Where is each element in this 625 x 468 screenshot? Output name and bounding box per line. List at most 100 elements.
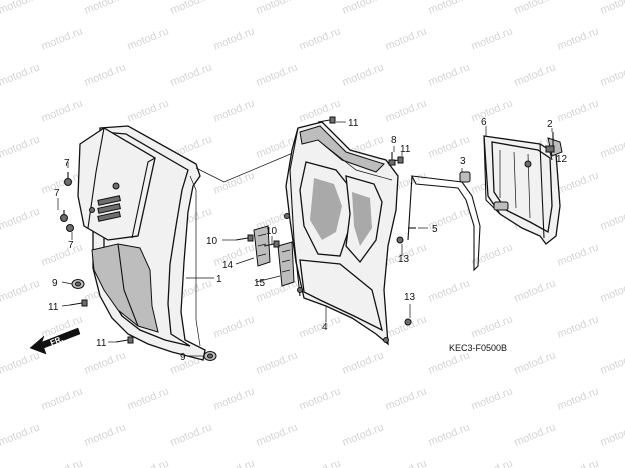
watermark-text: motod.ru	[470, 457, 515, 468]
watermark-text: motod.ru	[470, 313, 515, 340]
watermark-text: motod.ru	[513, 421, 558, 448]
callout-labels: 1 2 3 4 5 6 7 7 7 8 9 9 10 10 11 11 11 1…	[48, 117, 568, 363]
watermark-text: motod.ru	[0, 0, 41, 17]
front-direction-arrow: FR.	[29, 327, 81, 355]
watermark-text: motod.ru	[169, 0, 214, 17]
watermark-text: motod.ru	[255, 349, 300, 376]
watermark-text: motod.ru	[169, 61, 214, 88]
watermark-text: motod.ru	[126, 25, 171, 52]
callout-7c: 7	[68, 240, 74, 251]
callout-10b: 10	[266, 226, 278, 237]
inner-panel-part	[284, 121, 399, 346]
watermark-text: motod.ru	[599, 205, 625, 232]
watermark-text: motod.ru	[427, 61, 472, 88]
watermark-text: motod.ru	[470, 97, 515, 124]
watermark-text: motod.ru	[40, 457, 85, 468]
watermark-text: motod.ru	[513, 349, 558, 376]
guide-line	[195, 149, 301, 183]
callout-11b: 11	[400, 144, 411, 155]
watermark-text: motod.ru	[298, 385, 343, 412]
watermark-text: motod.ru	[40, 241, 85, 268]
watermark-text: motod.ru	[0, 133, 41, 160]
watermark-text: motod.ru	[599, 61, 625, 88]
callout-3: 3	[460, 156, 466, 167]
watermark-text: motod.ru	[169, 421, 214, 448]
watermark-text: motod.ru	[599, 133, 625, 160]
callout-7b: 7	[54, 188, 60, 199]
watermark-text: motod.ru	[298, 313, 343, 340]
watermark-text: motod.ru	[83, 349, 128, 376]
watermark-text: motod.ru	[212, 385, 257, 412]
watermark-text: motod.ru	[341, 61, 386, 88]
watermark-text: motod.ru	[470, 25, 515, 52]
fasteners	[60, 116, 416, 361]
watermark-text: motod.ru	[470, 241, 515, 268]
watermark-text: motod.ru	[556, 169, 601, 196]
watermark-text: motod.ru	[556, 97, 601, 124]
watermark-text: motod.ru	[212, 313, 257, 340]
watermark-text: motod.ru	[126, 97, 171, 124]
screw-part-2	[545, 132, 555, 161]
watermark-text: motod.ru	[298, 25, 343, 52]
callout-9b: 9	[180, 352, 186, 363]
callout-7a: 7	[64, 158, 70, 169]
callout-10a: 10	[206, 236, 218, 247]
watermark-text: motod.ru	[255, 0, 300, 17]
watermark-text: motod.ru	[599, 277, 625, 304]
watermark-text: motod.ru	[427, 349, 472, 376]
watermark-text: motod.ru	[298, 97, 343, 124]
callout-11a: 11	[348, 118, 359, 129]
leader-lines	[57, 121, 553, 357]
callout-14: 14	[222, 260, 234, 271]
watermark-text: motod.ru	[255, 421, 300, 448]
watermark-text: motod.ru	[341, 349, 386, 376]
watermark-text: motod.ru	[556, 457, 601, 468]
watermark-text: motod.ru	[599, 421, 625, 448]
diagram-code: KEC3-F0500B	[449, 343, 507, 353]
watermark-text: motod.ru	[513, 277, 558, 304]
watermark-text: motod.ru	[427, 277, 472, 304]
bracket-parts	[253, 225, 295, 287]
callout-6: 6	[481, 117, 487, 128]
callout-11d: 11	[96, 338, 107, 349]
watermark-text: motod.ru	[599, 349, 625, 376]
callout-4: 4	[322, 322, 328, 333]
fr-label: FR.	[49, 334, 64, 347]
watermark-text: motod.ru	[212, 169, 257, 196]
watermark-text: motod.ru	[212, 25, 257, 52]
watermark-text: motod.ru	[0, 61, 41, 88]
callout-12: 12	[556, 154, 568, 165]
watermark-text: motod.ru	[384, 385, 429, 412]
callout-2: 2	[547, 119, 553, 130]
watermark-text: motod.ru	[83, 0, 128, 17]
watermark-text: motod.ru	[83, 421, 128, 448]
watermark-text: motod.ru	[0, 277, 41, 304]
watermark-text: motod.ru	[384, 313, 429, 340]
callout-9a: 9	[52, 278, 58, 289]
watermark-text: motod.ru	[0, 421, 41, 448]
watermark-text: motod.ru	[83, 61, 128, 88]
callout-15: 15	[254, 278, 266, 289]
watermark-text: motod.ru	[341, 0, 386, 17]
callout-11c: 11	[48, 302, 59, 313]
watermark-text: motod.ru	[341, 421, 386, 448]
callout-13b: 13	[404, 292, 416, 303]
rod-part	[407, 171, 509, 272]
watermark-text: motod.ru	[556, 385, 601, 412]
watermark-text: motod.ru	[599, 0, 625, 17]
watermark-text: motod.ru	[126, 457, 171, 468]
watermark-text: motod.ru	[556, 25, 601, 52]
watermark-text: motod.ru	[513, 0, 558, 17]
watermark-text: motod.ru	[212, 457, 257, 468]
watermark-text: motod.ru	[212, 241, 257, 268]
watermark-text: motod.ru	[298, 457, 343, 468]
watermark-text: motod.ru	[556, 313, 601, 340]
watermark-text: motod.ru	[40, 97, 85, 124]
watermark-text: motod.ru	[384, 457, 429, 468]
watermark-text: motod.ru	[40, 25, 85, 52]
watermark-text: motod.ru	[0, 205, 41, 232]
watermark-text: motod.ru	[126, 385, 171, 412]
watermark-text: motod.ru	[255, 61, 300, 88]
